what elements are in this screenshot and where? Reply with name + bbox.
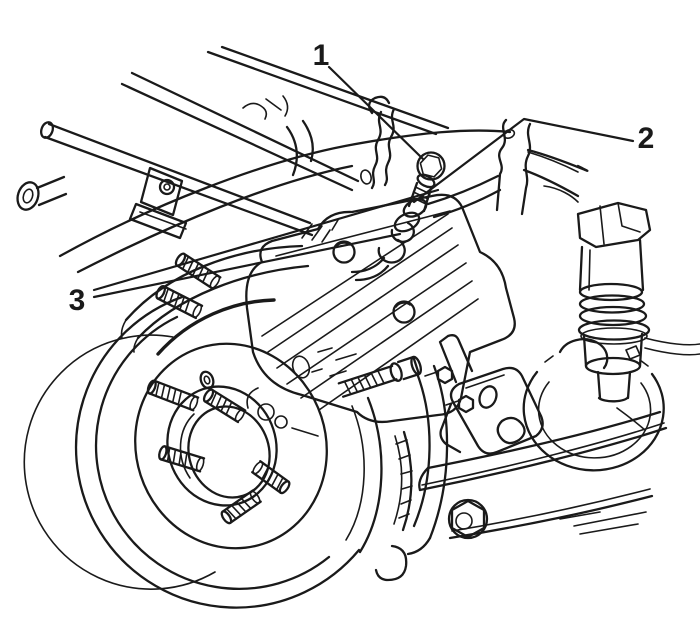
suspension-arms bbox=[16, 45, 450, 240]
wheel-stud bbox=[146, 379, 200, 412]
callout-2-leader bbox=[412, 117, 635, 204]
wheel-studs bbox=[146, 252, 291, 525]
axle-housing bbox=[418, 407, 668, 540]
callout-leaders bbox=[92, 65, 635, 299]
brake-caliper bbox=[245, 193, 516, 437]
callout-labels: 1 2 3 bbox=[69, 39, 655, 317]
callout-1-label: 1 bbox=[313, 39, 330, 72]
wheel-stud bbox=[155, 284, 204, 320]
line-art bbox=[16, 45, 700, 609]
sealing-washers bbox=[350, 198, 428, 282]
axle-end-opening bbox=[522, 338, 665, 472]
wheel-stud bbox=[220, 489, 262, 525]
axle-flange bbox=[426, 118, 589, 219]
wheel-stud bbox=[202, 388, 247, 424]
callout-1-leader bbox=[327, 65, 425, 161]
callout-3-leader-lower bbox=[92, 232, 402, 299]
wheel-stud bbox=[251, 460, 291, 495]
callout-2-label: 2 bbox=[638, 122, 655, 155]
rotor-edge bbox=[345, 364, 449, 582]
shock-absorber bbox=[576, 201, 700, 403]
callout-3-label: 3 bbox=[69, 284, 86, 317]
wheel-stud bbox=[158, 445, 206, 473]
callout-3-leader-upper bbox=[92, 188, 440, 292]
backing-plate-curves bbox=[58, 119, 512, 274]
guide-pin-bolt bbox=[337, 355, 422, 398]
